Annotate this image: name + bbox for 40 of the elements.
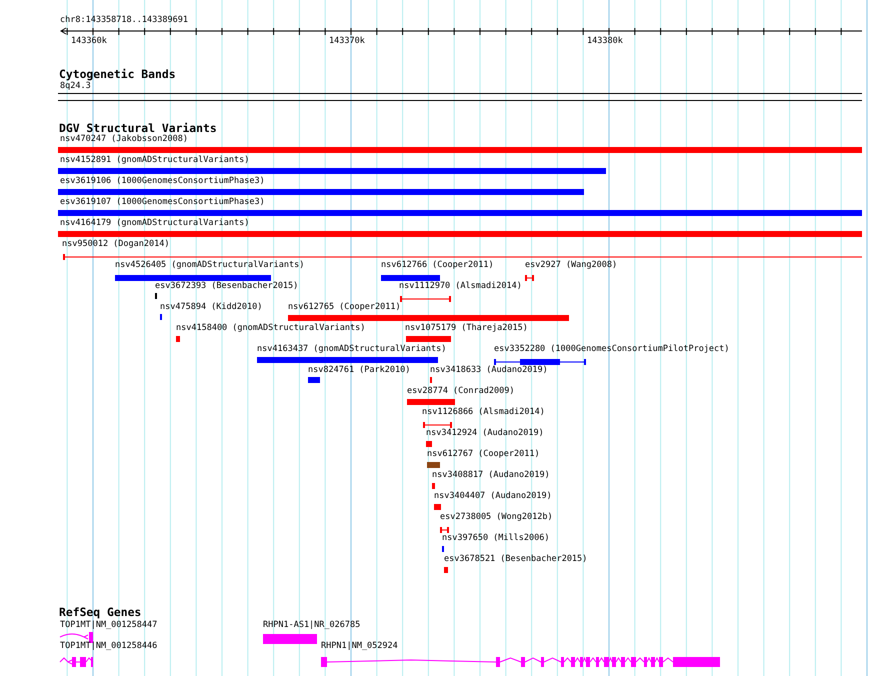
variant-label: nsv3418633 (Audano2019) bbox=[430, 365, 548, 375]
track-title: Cytogenetic Bands bbox=[59, 68, 176, 80]
gene-label: TOP1MT|NM_001258447 bbox=[60, 620, 158, 630]
variant-label: nsv4164179 (gnomADStructuralVariants) bbox=[60, 218, 250, 228]
variant-label: nsv3408817 (Audano2019) bbox=[432, 470, 550, 480]
variant-label: esv3619106 (1000GenomesConsortiumPhase3) bbox=[60, 176, 265, 186]
gene-label: RHPN1-AS1|NR_026785 bbox=[263, 620, 360, 630]
track-title: RefSeq Genes bbox=[59, 606, 142, 618]
variant-label: nsv1075179 (Thareja2015) bbox=[405, 323, 528, 333]
gene-label: TOP1MT|NM_001258446 bbox=[60, 641, 158, 651]
variant-label: nsv1112970 (Alsmadi2014) bbox=[399, 281, 522, 291]
variant-label: esv2927 (Wang2008) bbox=[525, 260, 618, 270]
variant-label: nsv4158400 (gnomADStructuralVariants) bbox=[176, 323, 366, 333]
variant-label: nsv475894 (Kidd2010) bbox=[160, 302, 262, 312]
variant-label: esv2738005 (Wong2012b) bbox=[440, 512, 553, 522]
variant-label: nsv3404407 (Audano2019) bbox=[434, 491, 552, 501]
variant-label: nsv3412924 (Audano2019) bbox=[426, 428, 544, 438]
track-title: DGV Structural Variants bbox=[59, 122, 217, 134]
variant-label: nsv612765 (Cooper2011) bbox=[288, 302, 401, 312]
variant-label: nsv4152891 (gnomADStructuralVariants) bbox=[60, 155, 250, 165]
variant-label: nsv824761 (Park2010) bbox=[308, 365, 410, 375]
variant-label: esv3352280 (1000GenomesConsortiumPilotProject) bbox=[494, 344, 730, 354]
variant-label: esv28774 (Conrad2009) bbox=[407, 386, 514, 396]
variant-label: nsv1126866 (Alsmadi2014) bbox=[422, 407, 545, 417]
variant-label: esv3619107 (1000GenomesConsortiumPhase3) bbox=[60, 197, 265, 207]
gene-label: RHPN1|NM_052924 bbox=[321, 641, 398, 651]
variant-label: nsv4526405 (gnomADStructuralVariants) bbox=[115, 260, 304, 270]
variant-label: nsv4163437 (gnomADStructuralVariants) bbox=[257, 344, 446, 354]
variant-label: esv3678521 (Besenbacher2015) bbox=[444, 554, 588, 564]
position-label: chr8:143358718..143389691 bbox=[60, 15, 188, 25]
scale-label: 143360k bbox=[71, 36, 107, 46]
band-label: 8q24.3 bbox=[60, 81, 91, 91]
variant-label: nsv612767 (Cooper2011) bbox=[427, 449, 540, 459]
variant-label: nsv612766 (Cooper2011) bbox=[381, 260, 494, 270]
scale-label: 143380k bbox=[587, 36, 623, 46]
variant-label: nsv950012 (Dogan2014) bbox=[62, 239, 170, 249]
scale-label: 143370k bbox=[329, 36, 365, 46]
variant-label: nsv397650 (Mills2006) bbox=[442, 533, 550, 543]
variant-label: esv3672393 (Besenbacher2015) bbox=[155, 281, 298, 291]
variant-label: nsv470247 (Jakobsson2008) bbox=[60, 134, 188, 144]
